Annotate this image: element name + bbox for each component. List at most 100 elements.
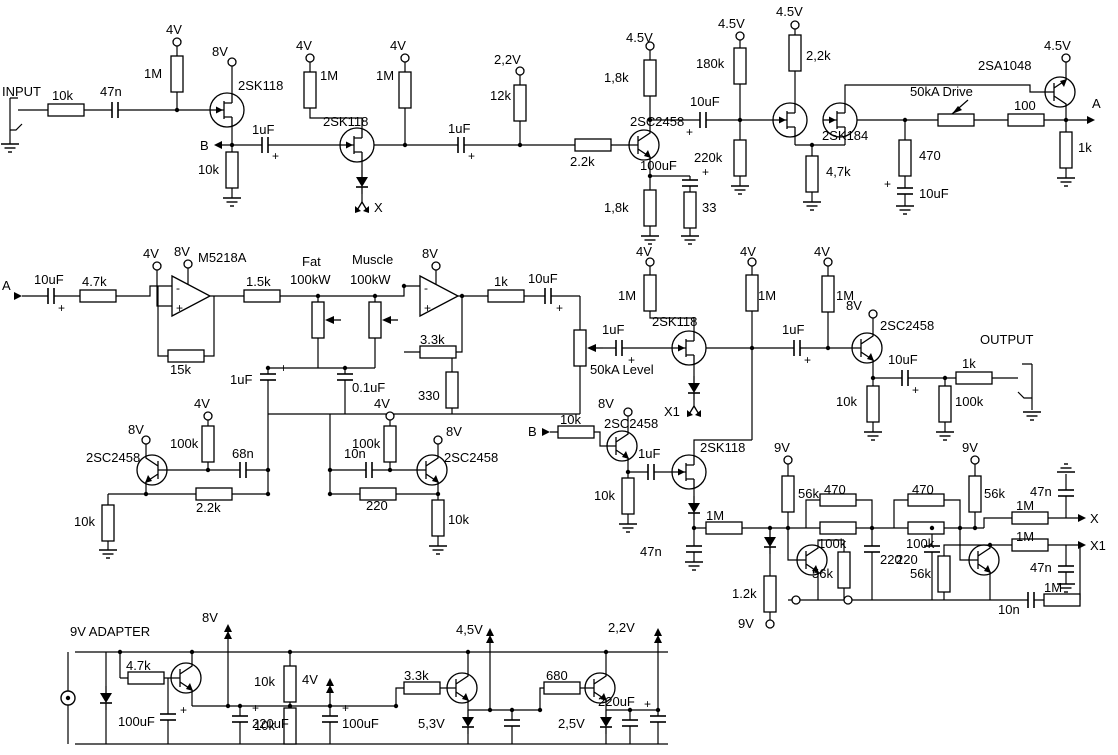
- resistor: [201, 425, 215, 463]
- boost-stage: 8V 4V 100k 2SC2458 68n 2.2k 10k 10n 100k…: [74, 396, 498, 559]
- resistor: [225, 151, 239, 189]
- junction-dot: [265, 365, 271, 371]
- value-label: 470: [824, 482, 846, 497]
- resistor: [705, 521, 743, 535]
- plus-sign: +: [644, 697, 651, 711]
- resistor: [101, 504, 115, 542]
- voltage-label: 8V: [446, 424, 462, 439]
- junction-dot: [315, 293, 321, 299]
- resistor: [127, 671, 165, 685]
- voltage-label: 4V: [390, 38, 406, 53]
- value-label: 1uF: [448, 121, 470, 136]
- resistor: [195, 487, 233, 501]
- resistor: [763, 575, 777, 613]
- value-label: 4.7k: [82, 274, 107, 289]
- pot-wiper-arrow: [952, 106, 962, 114]
- junction-dot: [225, 703, 231, 709]
- io-label: OUTPUT: [980, 332, 1034, 347]
- power-supply: 9V ADAPTER 4.7k 8V 100uF + + 220uF 10k 4…: [60, 610, 668, 745]
- junction-dot: [767, 525, 773, 531]
- plus-sign: +: [686, 125, 693, 139]
- junction-dot: [342, 365, 348, 371]
- resistor: [445, 371, 459, 409]
- resistor: [643, 274, 657, 312]
- value-label: 4.7k: [126, 658, 151, 673]
- voltage-terminal: [765, 619, 775, 629]
- value-label: 10k: [560, 412, 581, 427]
- value-label: 220uF: [598, 694, 635, 709]
- value-label: 470: [912, 482, 934, 497]
- value-label: 220k: [694, 150, 723, 165]
- resistor: [303, 71, 317, 109]
- voltage-terminal: [823, 257, 833, 267]
- junction-dot: [327, 703, 333, 709]
- voltage-label: 8V: [128, 422, 144, 437]
- value-label: 100kW: [350, 272, 391, 287]
- value-label: 100: [1014, 98, 1036, 113]
- value-label: 100uF: [118, 714, 155, 729]
- pot-label: 50kA Drive: [910, 84, 973, 99]
- voltage-terminal: [515, 66, 525, 76]
- value-label: 10k: [52, 88, 73, 103]
- junction-dot: [957, 525, 963, 531]
- opamp-pin-label: -: [424, 281, 428, 295]
- plus-sign: +: [58, 301, 65, 315]
- value-label: 220uF: [252, 716, 289, 731]
- resistor: [383, 425, 397, 463]
- value-label: 10uF: [528, 271, 558, 286]
- value-label: 3.3k: [420, 332, 445, 347]
- plus-sign: +: [804, 353, 811, 367]
- value-label: 56k: [910, 566, 931, 581]
- resistor: [937, 555, 951, 593]
- junction-dot: [869, 525, 875, 531]
- value-label: 10n: [998, 602, 1020, 617]
- voltage-label: 4V: [636, 244, 652, 259]
- voltage-terminal: [868, 309, 878, 319]
- voltage-label: 4,5V: [456, 622, 483, 637]
- net-label: B: [200, 138, 209, 153]
- bjt-stage: 4.5V 1,8k 2SC2458 10uF + 100uF + 1,8k 33…: [604, 16, 773, 245]
- resistor: [968, 475, 982, 513]
- junction-dot: [327, 467, 333, 473]
- part-label: 2SC2458: [604, 416, 658, 431]
- voltage-terminal: [747, 257, 757, 267]
- net-arrow: [1078, 514, 1086, 522]
- net-label: X: [1090, 511, 1099, 526]
- net-arrow: [14, 292, 22, 300]
- junction-dot: [825, 345, 831, 351]
- resistor: [243, 289, 281, 303]
- io-label: 9V ADAPTER: [70, 624, 150, 639]
- resistor: [733, 47, 747, 85]
- value-label: 2,2k: [806, 48, 831, 63]
- value-label: 470: [919, 148, 941, 163]
- switch-contact: [791, 595, 801, 605]
- value-label: 1M: [618, 288, 636, 303]
- value-label: 0.1uF: [352, 380, 385, 395]
- junction-dot: [189, 649, 195, 655]
- pot-label: Muscle: [352, 252, 393, 267]
- resistor: [398, 71, 412, 109]
- value-label: 47n: [1030, 484, 1052, 499]
- junction-dot: [1063, 117, 1069, 123]
- voltage-terminal: [152, 261, 162, 271]
- value-label: 12k: [490, 88, 511, 103]
- plus-sign: +: [912, 383, 919, 397]
- junction-dot: [229, 142, 235, 148]
- junction-dot: [902, 117, 908, 123]
- value-label: 2.2k: [196, 500, 221, 515]
- part-label: 2SK118: [700, 440, 745, 455]
- resistor: [557, 425, 595, 439]
- plus-sign: +: [468, 149, 475, 163]
- opamp-pin-label: +: [424, 301, 431, 315]
- value-label: 1.5k: [246, 274, 271, 289]
- voltage-label: 4V: [296, 38, 312, 53]
- resistor: [543, 681, 581, 695]
- junction-dot: [942, 375, 948, 381]
- plus-sign: +: [702, 165, 709, 179]
- voltage-label: 4V: [194, 396, 210, 411]
- resistor: [167, 349, 205, 363]
- value-label: 2.2k: [570, 154, 595, 169]
- net-label: X1: [664, 404, 680, 419]
- value-label: 5,3V: [418, 716, 445, 731]
- voltage-label: 4.5V: [776, 4, 803, 19]
